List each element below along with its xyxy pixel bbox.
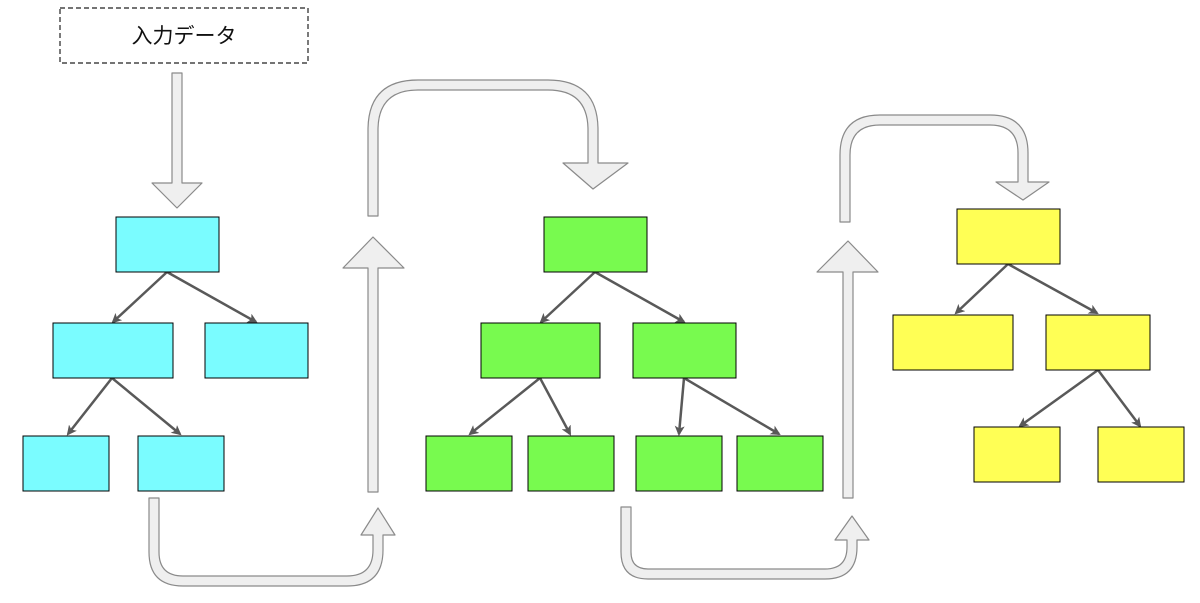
tree-2-edge-1 xyxy=(539,271,596,324)
tree-2-leaf-4 xyxy=(736,435,824,492)
flow-connector-2-bottom xyxy=(620,506,870,580)
tree-1-node-left xyxy=(52,322,174,379)
tree-1-edge-4 xyxy=(111,377,182,436)
tree-2-edge-4 xyxy=(538,377,572,436)
tree-3-edge-1 xyxy=(954,263,1009,315)
flow-connector-1-bottom xyxy=(148,497,396,587)
tree-2-edge-6 xyxy=(683,376,781,436)
tree-3-leaf-2 xyxy=(1097,426,1185,483)
tree-1-edge-2 xyxy=(166,270,258,324)
tree-3-leaf-1 xyxy=(973,426,1061,483)
flow-up-arrow-2 xyxy=(816,240,879,499)
tree-2-edge-5 xyxy=(674,377,686,436)
tree-3-edge-4 xyxy=(1097,369,1142,428)
tree-2-leaf-3 xyxy=(635,435,723,492)
tree-1-root xyxy=(115,216,220,273)
tree-3-root xyxy=(956,208,1061,265)
tree-2 xyxy=(425,216,824,492)
tree-3-edge-3 xyxy=(1018,368,1099,428)
tree-3-node-left xyxy=(892,314,1014,371)
flow-up-arrow-1 xyxy=(342,236,405,493)
flow-connector-1-top xyxy=(367,79,629,217)
tree-1-edge-3 xyxy=(66,377,113,436)
tree-2-node-left xyxy=(480,322,601,379)
tree-2-node-right xyxy=(632,322,737,379)
tree-2-leaf-1 xyxy=(425,435,513,492)
input-data-label: 入力データ xyxy=(132,24,237,48)
tree-3-node-right xyxy=(1045,314,1151,371)
input-down-arrow xyxy=(151,72,203,209)
tree-2-leaf-2 xyxy=(527,435,615,492)
flow-connector-2-top xyxy=(839,114,1050,223)
tree-1-node-right xyxy=(204,322,309,379)
input-data-box: 入力データ xyxy=(59,7,309,64)
tree-2-edge-2 xyxy=(594,270,686,324)
tree-2-root xyxy=(543,216,648,273)
tree-1-leaf-2 xyxy=(137,435,225,492)
tree-1-leaf-1 xyxy=(22,435,110,492)
tree-3 xyxy=(892,208,1185,483)
tree-3-edge-2 xyxy=(1007,262,1099,315)
tree-1 xyxy=(22,216,309,492)
tree-2-edge-3 xyxy=(468,377,541,436)
tree-1-edge-1 xyxy=(111,271,168,324)
